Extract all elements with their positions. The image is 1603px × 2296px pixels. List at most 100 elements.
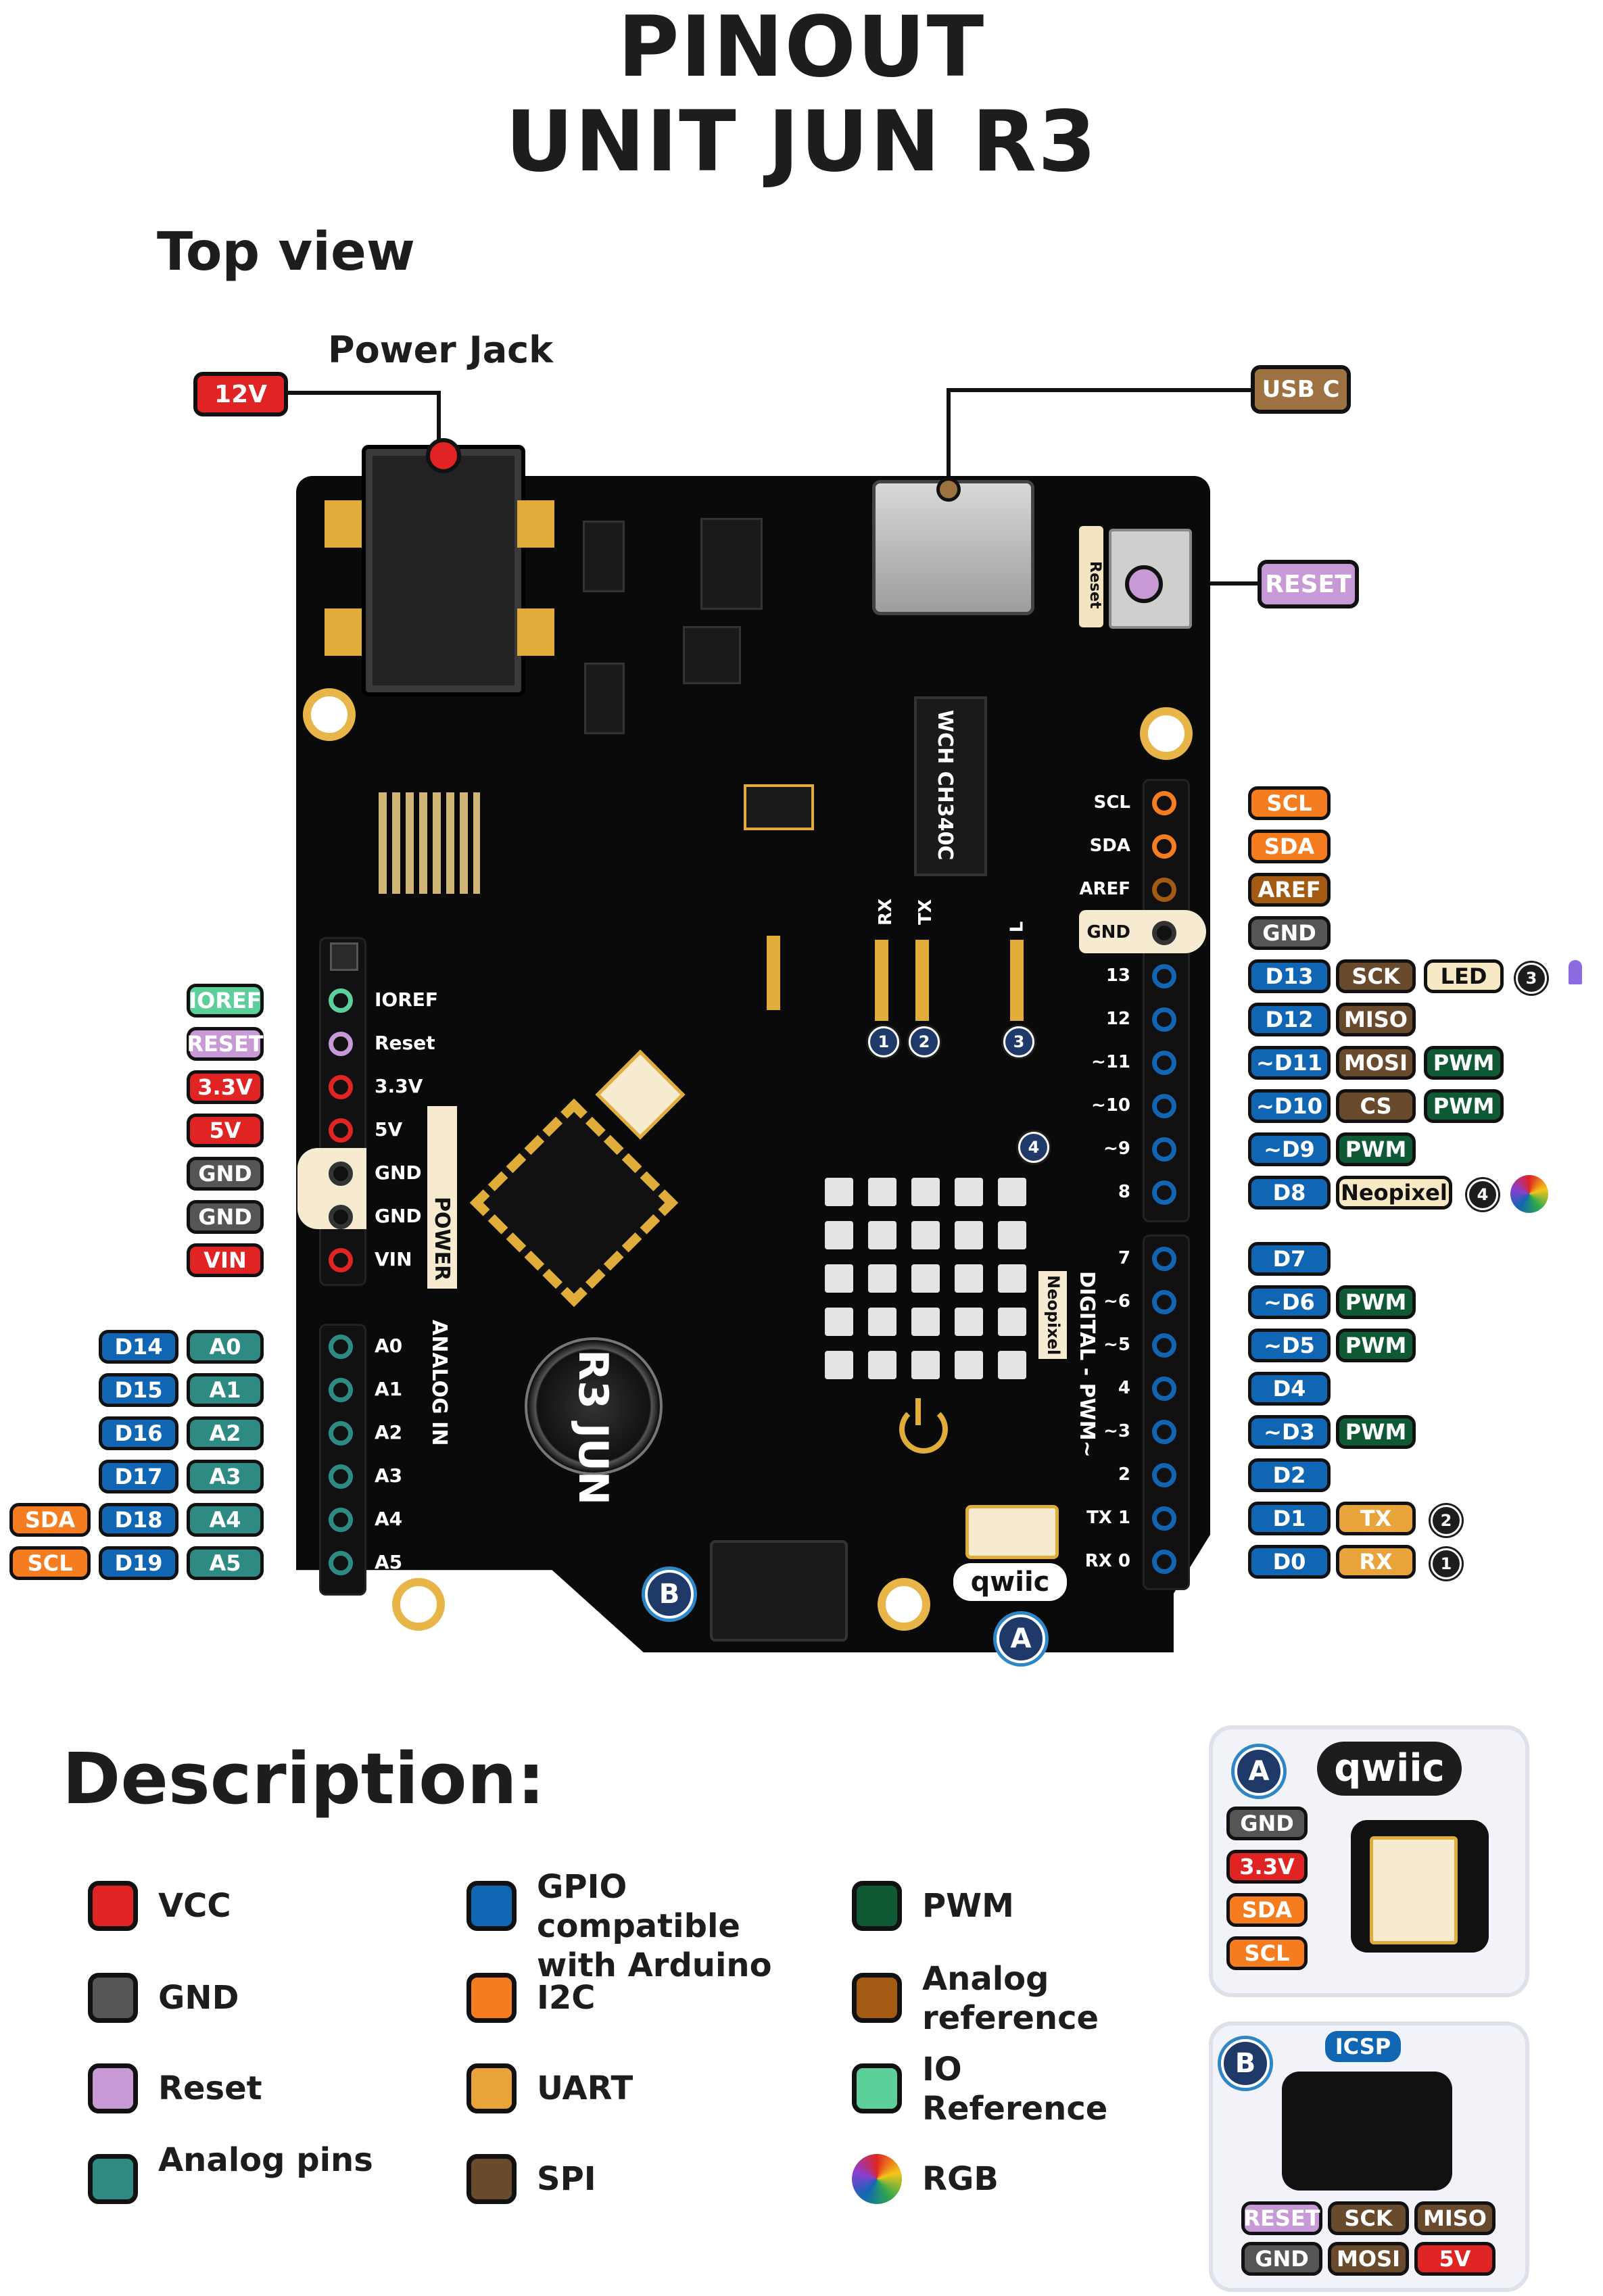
digital-pin-top-5[interactable] — [1152, 1007, 1176, 1032]
digital-pin-label-3: LED — [1424, 959, 1504, 993]
power-pin-silk: 3.3V — [375, 1075, 423, 1097]
analog-pin-4[interactable] — [329, 1508, 353, 1532]
analog-pin-5[interactable] — [329, 1551, 353, 1575]
digital-pin-top-6[interactable] — [1152, 1051, 1176, 1075]
legend-swatch — [466, 1973, 517, 2023]
legend-swatch — [88, 2063, 138, 2113]
digital-pin-top-3[interactable] — [1152, 921, 1176, 945]
digital-pin-top-9[interactable] — [1152, 1180, 1176, 1205]
qwiic-panel-pin: 3.3V — [1226, 1850, 1308, 1884]
ch340-chip — [914, 696, 987, 876]
voltage-regulator-chip — [700, 518, 763, 610]
analog-pin-0[interactable] — [329, 1335, 353, 1359]
legend-label: IO Reference — [922, 2051, 1108, 2128]
neopixel-led — [998, 1351, 1026, 1379]
power-pin-label: GND — [187, 1200, 264, 1234]
analog-pin-3[interactable] — [329, 1464, 353, 1489]
analog-pin-digital-label: D19 — [99, 1546, 178, 1580]
neopixel-led — [998, 1264, 1026, 1293]
digital-pin-bottom-3[interactable] — [1152, 1377, 1176, 1401]
icsp-header[interactable] — [710, 1540, 848, 1642]
power-pin-silk: IOREF — [375, 988, 439, 1011]
digital-pin-silk: SDA — [1089, 836, 1130, 856]
digital-pin-top-1[interactable] — [1152, 834, 1176, 859]
neopixel-led — [868, 1264, 896, 1293]
analog-pin-label: A2 — [187, 1416, 264, 1450]
reset-silk: Reset — [1086, 561, 1103, 609]
digital-pin-silk: 2 — [1118, 1464, 1130, 1485]
analog-pin-label: A0 — [187, 1330, 264, 1364]
power-pin-label: 5V — [187, 1114, 264, 1147]
digital-pin-label-2: SCK — [1336, 959, 1416, 993]
description-heading: Description: — [62, 1738, 546, 1820]
power-pin-2[interactable] — [329, 1075, 353, 1099]
neopixel-led — [868, 1178, 896, 1206]
qwiic-panel-connector-body — [1370, 1836, 1458, 1944]
power-pin-label: 3.3V — [187, 1070, 264, 1104]
digital-pin-bottom-4[interactable] — [1152, 1420, 1176, 1444]
legend-label: UART — [537, 2070, 633, 2107]
digital-header-bottom — [1143, 1235, 1190, 1590]
analog-pin-2[interactable] — [329, 1421, 353, 1445]
digital-pin-label: SCL — [1248, 786, 1331, 820]
badge-4: 4 — [1018, 1132, 1049, 1163]
neopixel-led — [911, 1264, 940, 1293]
power-pin-1[interactable] — [329, 1032, 353, 1056]
icsp-panel-pin: MOSI — [1328, 2242, 1409, 2276]
usb-leader-h — [947, 388, 1252, 392]
digital-pin-label-2: PWM — [1336, 1285, 1416, 1319]
digital-pin-silk: TX 1 — [1086, 1508, 1130, 1528]
badge-1: 1 — [868, 1026, 899, 1057]
digital-pin-top-7[interactable] — [1152, 1094, 1176, 1118]
neopixel-led — [868, 1351, 896, 1379]
power-pin-4[interactable] — [329, 1162, 353, 1186]
legend-label: Analog reference — [922, 1960, 1099, 2037]
digital-pin-label: ~D11 — [1248, 1046, 1331, 1080]
analog-pin-digital-label: D15 — [99, 1373, 178, 1407]
qwiic-panel-pin: SDA — [1226, 1893, 1308, 1927]
legend-swatch — [852, 1973, 902, 2023]
neopixel-led — [911, 1178, 940, 1206]
power-pin-silk: VIN — [375, 1248, 412, 1270]
reset-button-marker — [1125, 565, 1163, 603]
icsp-panel-title: ICSP — [1325, 2031, 1401, 2062]
power-pin-6[interactable] — [329, 1248, 353, 1272]
digital-pin-bottom-1[interactable] — [1152, 1290, 1176, 1314]
digital-pin-label: ~D3 — [1248, 1415, 1331, 1449]
digital-pin-silk: ~5 — [1103, 1335, 1130, 1355]
silk-l: L — [1007, 921, 1028, 933]
digital-pin-top-8[interactable] — [1152, 1137, 1176, 1162]
digital-pin-bottom-0[interactable] — [1152, 1247, 1176, 1271]
neopixel-led — [955, 1308, 983, 1336]
legend-label: GND — [158, 1979, 239, 2017]
neopixel-silk: Neopixel — [1044, 1275, 1063, 1356]
digital-pin-top-2[interactable] — [1152, 878, 1176, 902]
pin-badge-3: 3 — [1516, 963, 1547, 994]
analog-pin-1[interactable] — [329, 1378, 353, 1402]
neopixel-led — [911, 1221, 940, 1249]
qr-code — [379, 792, 480, 894]
neopixel-led — [998, 1221, 1026, 1249]
digital-pin-top-4[interactable] — [1152, 964, 1176, 988]
power-pin-silk: Reset — [375, 1032, 435, 1054]
digital-pin-bottom-2[interactable] — [1152, 1333, 1176, 1358]
power-silk-title: POWER — [430, 1197, 454, 1281]
qwiic-connector[interactable] — [965, 1505, 1059, 1559]
digital-pin-bottom-6[interactable] — [1152, 1506, 1176, 1531]
neopixel-led — [868, 1308, 896, 1336]
digital-pin-label-3: PWM — [1424, 1089, 1504, 1123]
digital-pin-bottom-5[interactable] — [1152, 1463, 1176, 1487]
power-pin-label: GND — [187, 1157, 264, 1191]
digital-pin-silk: AREF — [1079, 879, 1130, 899]
digital-pin-top-0[interactable] — [1152, 791, 1176, 815]
analog-pin-silk: A4 — [375, 1508, 403, 1530]
power-icon — [899, 1405, 948, 1454]
power-pin-3[interactable] — [329, 1118, 353, 1143]
power-pin-5[interactable] — [329, 1205, 353, 1229]
legend-label: PWM — [922, 1887, 1014, 1925]
power-pin-0[interactable] — [329, 988, 353, 1013]
digital-pin-silk: ~6 — [1103, 1291, 1130, 1312]
legend-swatch — [88, 1881, 138, 1931]
neopixel-led — [998, 1308, 1026, 1336]
digital-pin-bottom-7[interactable] — [1152, 1550, 1176, 1574]
